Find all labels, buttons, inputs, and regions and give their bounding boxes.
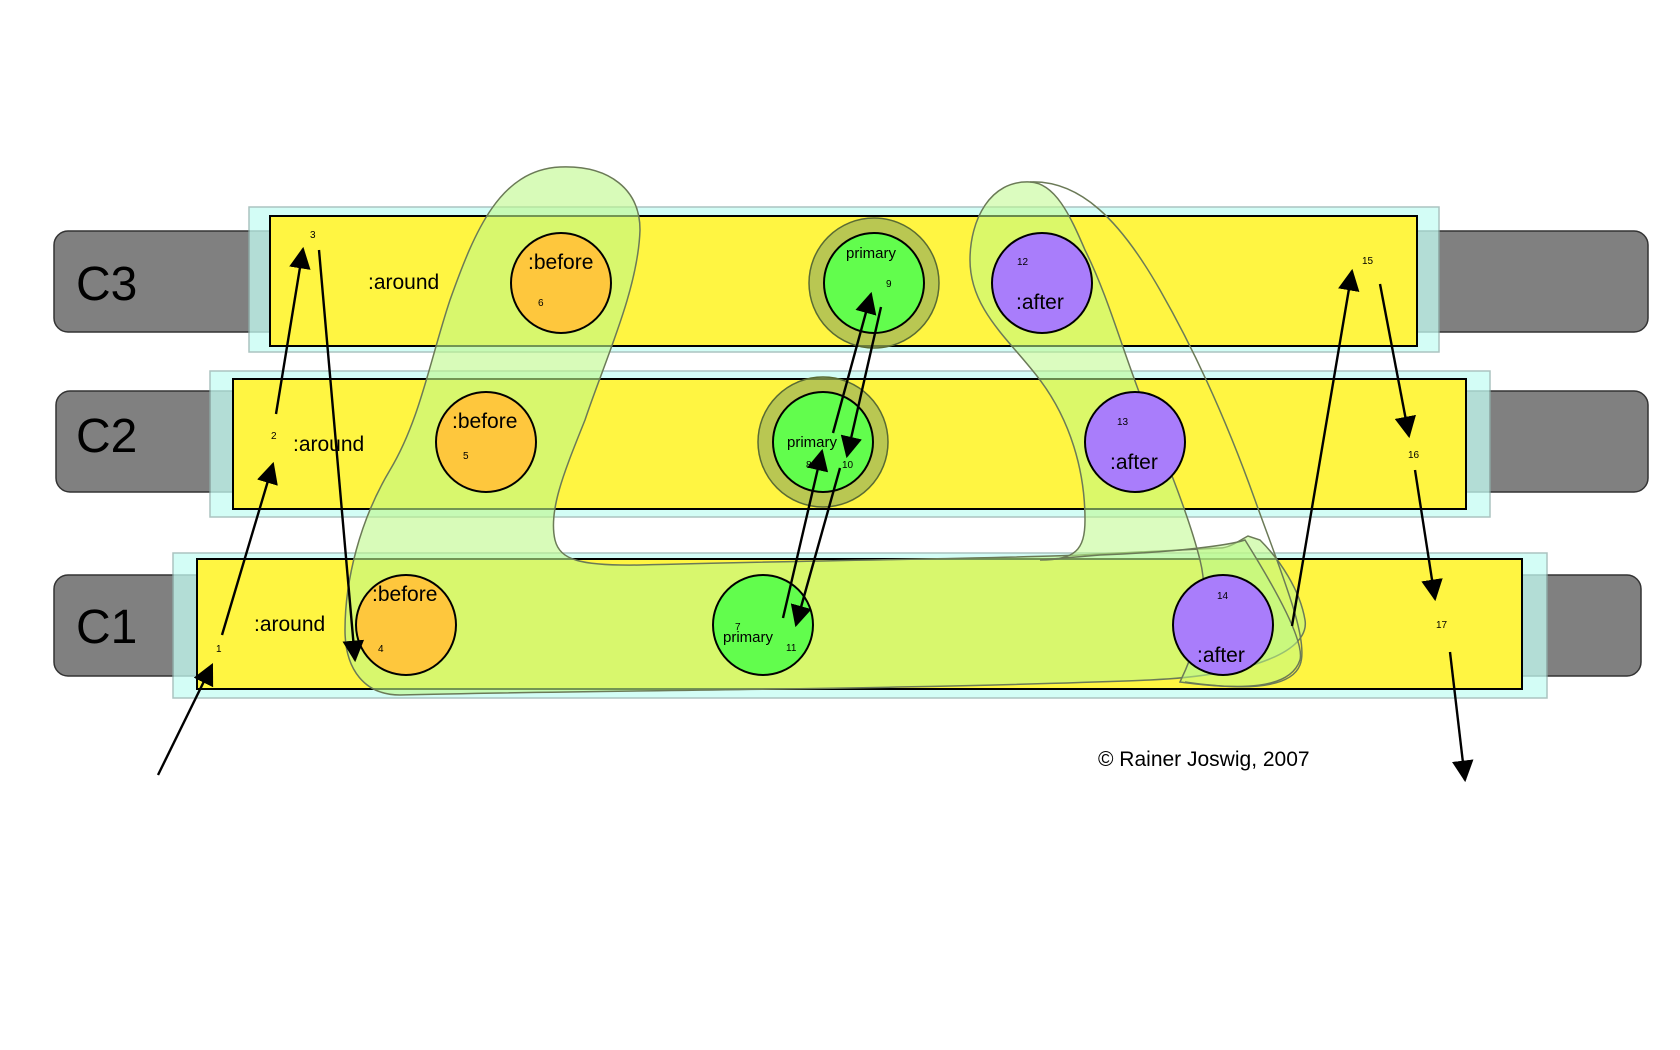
- c2-before-label: :before: [452, 410, 517, 433]
- step-13: 13: [1117, 417, 1129, 428]
- c1-label: C1: [76, 601, 137, 654]
- flow-arrows: [156, 246, 1474, 783]
- step-14: 14: [1217, 591, 1229, 602]
- arrow-exit: [1448, 651, 1474, 783]
- c3-label: C3: [76, 258, 137, 311]
- step-12: 12: [1017, 257, 1029, 268]
- arrow-8-9: [831, 291, 877, 434]
- step-7: 7: [735, 622, 741, 633]
- c1-around-label: :around: [254, 613, 325, 636]
- step-8: 8: [806, 460, 812, 471]
- c3-after-circle: [991, 232, 1093, 334]
- step-4: 4: [378, 644, 384, 655]
- around-labels: :around :around :around: [254, 271, 439, 636]
- step-10: 10: [842, 460, 854, 471]
- c2-after-circle: [1084, 391, 1186, 493]
- c1-before-circle: [355, 574, 457, 676]
- step-6: 6: [538, 298, 544, 309]
- arrow-7-8: [781, 448, 829, 619]
- step-11: 11: [786, 643, 797, 654]
- arrow-9-10: [840, 306, 883, 459]
- arrow-15-16: [1378, 283, 1416, 439]
- circle-labels: :before :before :before primary primary …: [372, 245, 1245, 667]
- c2-primary-label: primary: [787, 434, 838, 451]
- step-2: 2: [271, 431, 277, 442]
- step-5: 5: [463, 451, 469, 462]
- step-15: 15: [1362, 256, 1374, 267]
- c3-before-label: :before: [528, 251, 593, 274]
- c1-before-label: :before: [372, 583, 437, 606]
- step-17: 17: [1436, 620, 1448, 631]
- c1-primary-circle: [712, 574, 814, 676]
- c1-primary-label: primary: [723, 629, 774, 646]
- arrow-1-2: [220, 461, 278, 636]
- c2-after-label: :after: [1110, 451, 1158, 474]
- arrow-14-15: [1290, 268, 1360, 627]
- step-1: 1: [216, 644, 222, 655]
- c2-label: C2: [76, 410, 137, 463]
- arrow-16-17: [1413, 469, 1443, 602]
- c2-primary-circle: [772, 391, 874, 493]
- c2-around-label: :around: [293, 433, 364, 456]
- arrow-3-4: [317, 249, 365, 663]
- c3-around-label: :around: [368, 271, 439, 294]
- method-circles: [355, 232, 1274, 676]
- step-3: 3: [310, 230, 316, 241]
- after-outline-blob: [1029, 181, 1303, 688]
- step-9: 9: [886, 279, 892, 290]
- step-16: 16: [1408, 450, 1420, 461]
- c3-before-circle: [510, 232, 612, 334]
- c1-after-label: :after: [1197, 644, 1245, 667]
- c1-after-circle: [1172, 574, 1274, 676]
- arrow-2-3: [274, 246, 311, 415]
- c3-primary-label: primary: [846, 245, 897, 262]
- arrow-entry: [156, 663, 214, 776]
- copyright-text: © Rainer Joswig, 2007: [1098, 748, 1310, 771]
- class-labels: C3 C2 C1: [76, 258, 137, 654]
- c2-before-circle: [435, 391, 537, 493]
- arrow-10-11: [790, 467, 842, 628]
- c3-after-label: :after: [1016, 291, 1064, 314]
